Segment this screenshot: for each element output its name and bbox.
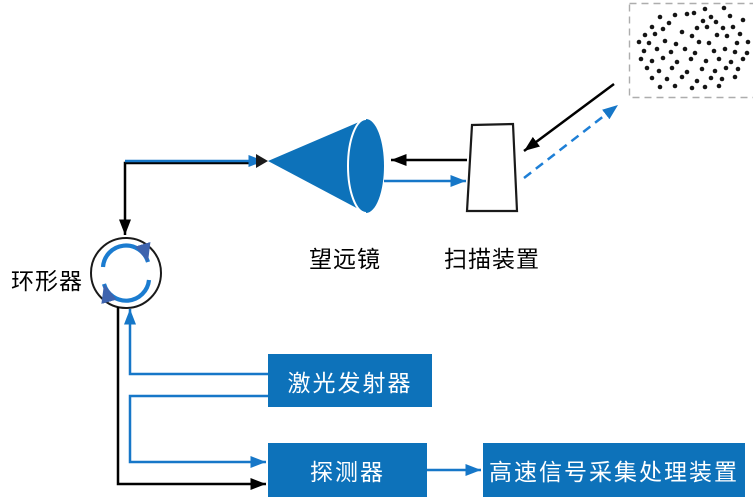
particle-dot [654,46,660,52]
particle-dot [714,32,720,38]
particle-dot [657,84,663,90]
circulator-bottom-arc [101,279,152,304]
particle-dot [728,59,734,65]
particle-dot [730,24,736,30]
particle-dot [649,75,655,81]
particle-dot [708,75,714,81]
particle-dot [652,31,658,37]
backscatter-return-arrow [523,82,615,153]
telescope-focus-bowtie [256,154,268,168]
particle-dot [684,11,690,17]
particle-dot [722,46,728,52]
laser-transmitter-label: 激光发射器 [287,369,413,396]
particle-dot [740,56,746,62]
signal-processor-label: 高速信号采集处理装置 [489,459,739,485]
particle-dot [641,48,647,54]
particle-dot [642,32,648,38]
particle-dot [689,85,695,91]
circulator-to-detector-line [116,307,267,490]
particle-dots [636,5,751,91]
particle-dot [679,74,685,80]
telescope-cone [268,119,384,213]
particle-dot [673,41,679,47]
particle-dot [723,65,729,71]
particle-dot [721,5,727,11]
telescope-lens-seam [347,118,367,214]
particle-dot [704,24,710,30]
particle-dot [727,13,733,19]
particle-dot [734,40,740,46]
particle-dot [732,49,738,55]
emitted-beam-dashed-arrow [523,104,619,179]
particle-dot [713,19,719,25]
aerosol-target-box [628,2,753,99]
particle-dot [668,49,674,55]
particle-dot [716,83,722,89]
particle-dot [649,58,655,64]
scanner-label: 扫描装置 [444,246,540,272]
particle-dot [664,76,670,82]
particle-dot [656,68,662,74]
scanner-shape [465,122,519,213]
laser-transmitter-box: 激光发射器 [268,354,432,407]
particle-dot [662,38,668,44]
particle-dot [672,12,678,18]
particle-dot [744,50,750,56]
signal-processor-box: 高速信号采集处理装置 [483,443,745,497]
particle-dot [737,31,743,37]
particle-dot [649,24,655,30]
particle-dot [716,56,722,62]
laser-to-circulator-line [123,308,268,376]
particle-dot [740,17,746,23]
particle-dot [688,56,694,62]
particle-dot [689,33,695,39]
circulator-shape [90,237,162,309]
particle-dot [719,76,725,82]
particle-dot [735,66,741,72]
particle-dot [660,55,666,61]
particle-dot [644,65,650,71]
particle-dot [703,58,709,64]
particle-dot [669,65,675,71]
particle-dot [660,26,666,32]
particle-dot [666,20,672,26]
particle-dot [702,6,708,12]
particle-dot [679,29,685,35]
circulator-label: 环形器 [11,268,83,294]
particle-dot [646,40,652,46]
detector-label: 探测器 [310,459,385,485]
telescope-label: 望远镜 [309,246,381,272]
particle-dot [696,39,702,45]
particle-dot [724,33,730,39]
particle-dot [708,14,714,20]
particle-dot [700,18,706,24]
particle-dot [691,10,697,16]
particle-dot [692,50,698,56]
circulator-top-arc [100,242,151,268]
particle-dot [732,74,738,80]
particle-dot [638,56,644,62]
particle-dot [702,84,708,90]
particle-dot [699,66,705,72]
particle-dot [684,69,690,75]
detector-box: 探测器 [268,443,427,497]
particle-dot [745,39,751,45]
particle-dot [720,25,726,31]
particle-dot [636,39,642,45]
telescope-to-circulator-line [119,161,256,236]
particle-dot [694,78,700,84]
particle-dot [711,48,717,54]
particle-dot [712,68,718,74]
particle-dot [694,25,700,31]
particle-dot [672,83,678,89]
particle-dot [674,59,680,65]
particle-dot [706,40,712,46]
particle-dot [682,46,688,52]
laser-to-detector-line [128,394,268,468]
particle-dot [657,14,663,20]
